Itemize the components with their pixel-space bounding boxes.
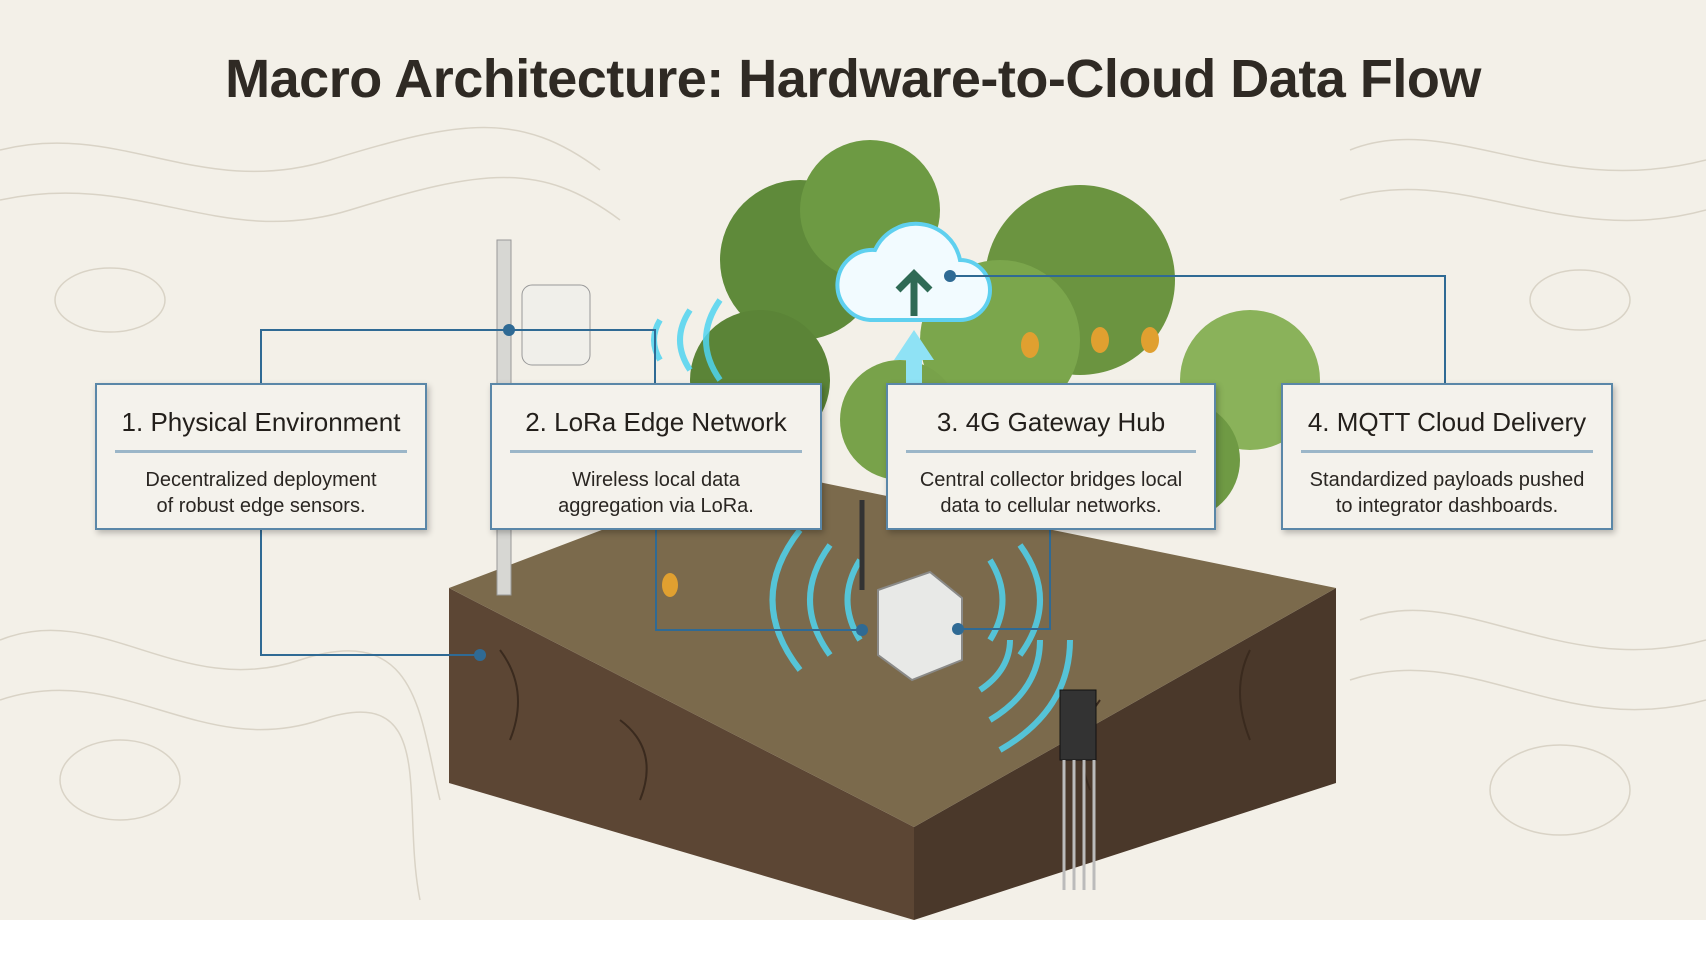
diagram-canvas: Macro Architecture: Hardware-to-Cloud Da… (0, 0, 1706, 920)
stage-description-line: Wireless local data (572, 469, 740, 491)
connector-dots (474, 270, 964, 661)
gateway-device (859, 500, 963, 682)
soil-sensor (1059, 689, 1097, 890)
stage-card-4g-gateway-hub: 3. 4G Gateway Hub Central collector brid… (886, 383, 1216, 530)
stage-description-line: Central collector bridges local (919, 469, 1183, 491)
soil-block (449, 470, 1336, 920)
stage-heading: 3. 4G Gateway Hub (936, 407, 1166, 437)
stage-card-physical-environment: 1. Physical Environment Decentralized de… (95, 383, 427, 530)
divider (906, 450, 1196, 453)
stage-heading: 1. Physical Environment (121, 407, 401, 437)
stage-heading: 2. LoRa Edge Network (525, 407, 787, 437)
illustration (0, 126, 1706, 920)
divider (510, 450, 802, 453)
stage-heading: 4. MQTT Cloud Delivery (1307, 407, 1587, 437)
divider (1301, 450, 1593, 453)
cloud-upload (835, 221, 992, 390)
stage-description-line: to integrator dashboards. (1335, 495, 1559, 517)
page-title: Macro Architecture: Hardware-to-Cloud Da… (225, 49, 1481, 109)
stage-description-line: Standardized payloads pushed (1309, 469, 1585, 491)
stage-description-line: aggregation via LoRa. (558, 495, 754, 517)
stage-card-mqtt-cloud-delivery: 4. MQTT Cloud Delivery Standardized payl… (1281, 383, 1613, 530)
stage-description-line: data to cellular networks. (940, 495, 1162, 517)
stage-description-line: Decentralized deployment (145, 469, 377, 491)
stage-description-line: of robust edge sensors. (156, 495, 366, 517)
topographic-contours (0, 126, 1706, 901)
connector-lines (260, 275, 1446, 656)
divider (115, 450, 407, 453)
stage-card-lora-edge-network: 2. LoRa Edge Network Wireless local data… (490, 383, 822, 530)
